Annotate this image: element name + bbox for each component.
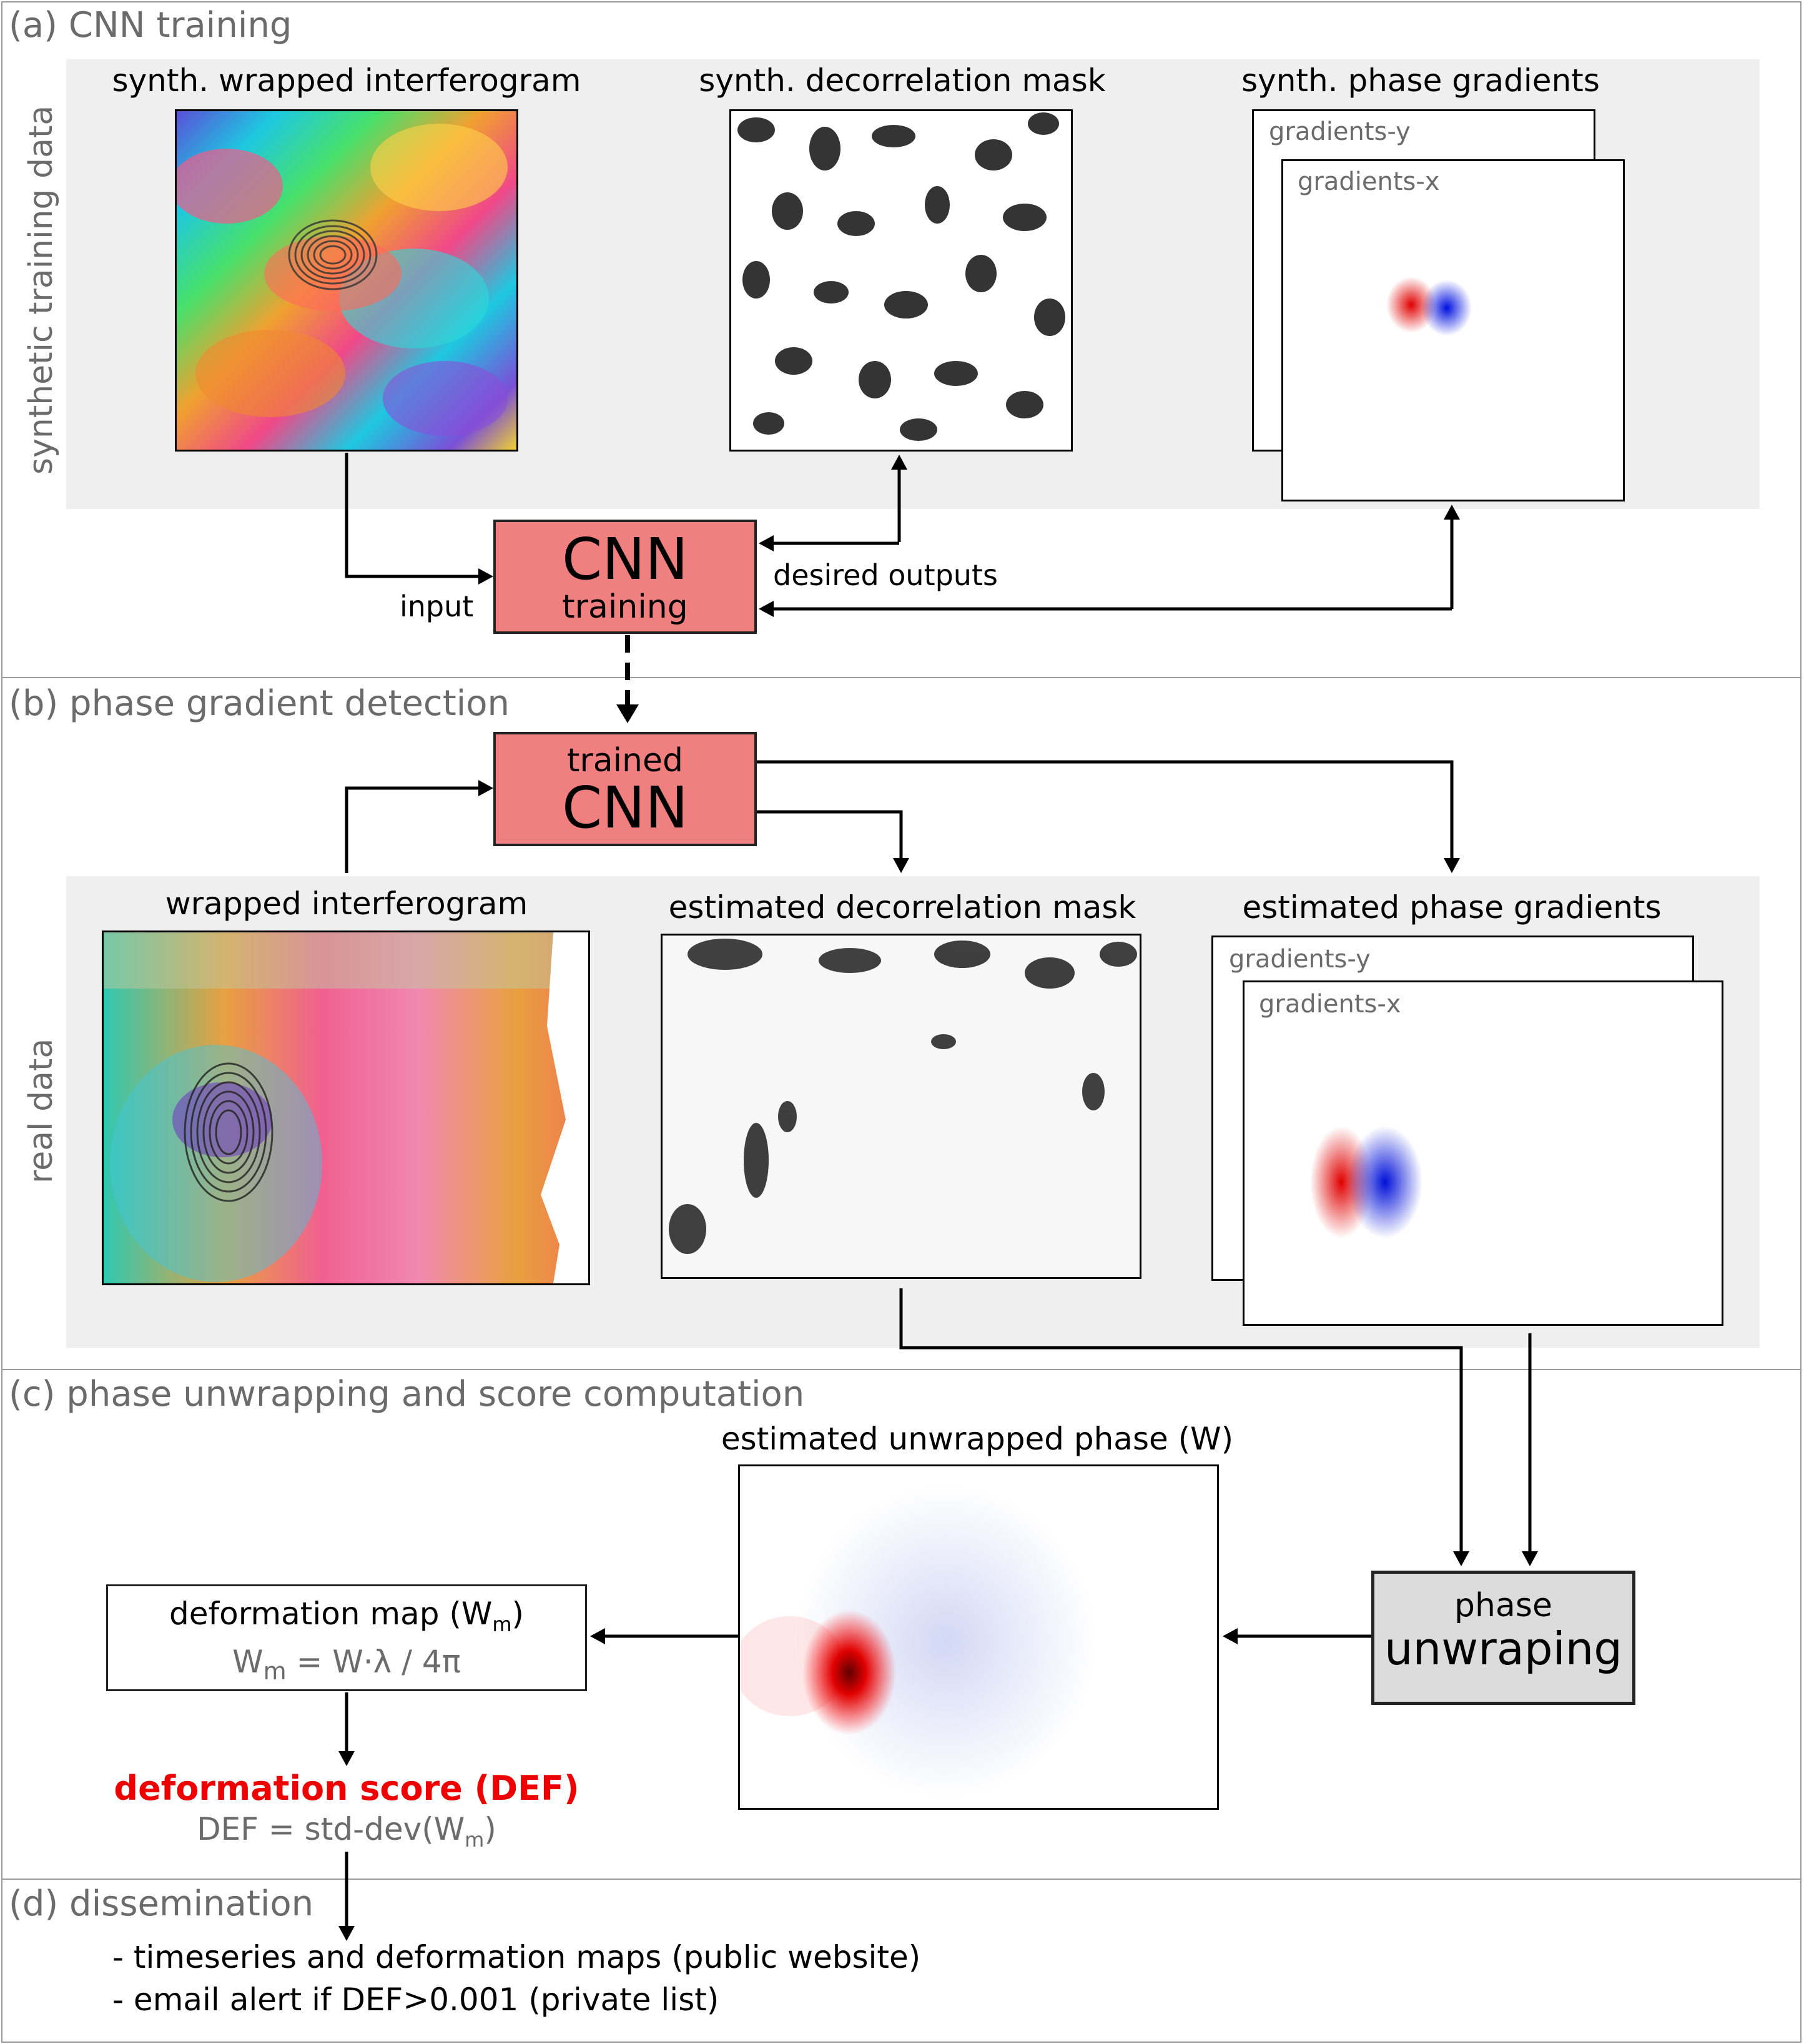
deformation-map-formula-text: = W·λ / 4π bbox=[286, 1644, 461, 1680]
real-interferogram-title: wrapped interferogram bbox=[165, 886, 528, 922]
arrowhead-gradients-to-unwrapping bbox=[1522, 1551, 1538, 1566]
deformation-score-formula-text: DEF = std-dev(W bbox=[197, 1811, 465, 1847]
desired-outputs-label: desired outputs bbox=[773, 558, 998, 592]
unwrapped-phase-image bbox=[738, 1464, 1219, 1810]
deformation-map-title-text: deformation map (W bbox=[169, 1596, 493, 1632]
arrowhead-gradients-to-cnn bbox=[759, 601, 774, 617]
deformation-map-title-close: ) bbox=[511, 1596, 524, 1632]
synth-gradients-x-graphic bbox=[1386, 277, 1472, 336]
arrowhead-phase-to-defmap bbox=[590, 1628, 605, 1644]
arrow-trained-to-mask bbox=[757, 810, 903, 862]
phase-unwrapping-big: unwraping bbox=[1384, 1622, 1622, 1675]
section-b-title: (b) phase gradient detection bbox=[9, 683, 510, 724]
arrowhead-input bbox=[478, 568, 493, 585]
cnn-training-big: CNN bbox=[562, 526, 688, 593]
deformation-map-title-sub: m bbox=[492, 1612, 512, 1636]
section-d-title: (d) dissemination bbox=[9, 1884, 314, 1924]
arrow-interferogram-to-trained bbox=[345, 786, 481, 873]
synth-mask-title: synth. decorrelation mask bbox=[699, 62, 1106, 99]
synth-interferogram-title: synth. wrapped interferogram bbox=[112, 62, 581, 99]
trained-cnn-box: trained CNN bbox=[493, 732, 757, 846]
estimated-gradients-title: estimated phase gradients bbox=[1242, 889, 1662, 926]
unwrapped-phase-title: estimated unwrapped phase (W) bbox=[721, 1421, 1234, 1457]
arrowhead-training-to-trained bbox=[616, 704, 639, 723]
trained-cnn-big: CNN bbox=[562, 774, 688, 841]
deformation-score-formula: DEF = std-dev(Wm) bbox=[62, 1811, 631, 1852]
dissemination-item-1: - timeseries and deformation maps (publi… bbox=[112, 1939, 921, 1975]
synth-gradients-x-panel bbox=[1281, 159, 1625, 501]
arrowhead-mask-up bbox=[891, 455, 907, 470]
section-c-title: (c) phase unwrapping and score computati… bbox=[9, 1374, 805, 1415]
arrowhead-trained-to-mask bbox=[893, 858, 909, 873]
estimated-mask-title: estimated decorrelation mask bbox=[668, 889, 1136, 926]
deformation-map-formula: Wm = W·λ / 4π bbox=[108, 1643, 585, 1690]
arrowhead-score-to-dissemination bbox=[338, 1926, 355, 1941]
deformation-score-formula-close: ) bbox=[484, 1811, 496, 1847]
unwrapped-phase-graphic bbox=[740, 1485, 1096, 1797]
arrowhead-mask-to-unwrapping bbox=[1453, 1551, 1469, 1566]
cnn-training-small: training bbox=[562, 588, 688, 626]
estimated-mask-graphic bbox=[663, 936, 1140, 1277]
synth-gradients-y-label: gradients-y bbox=[1269, 117, 1411, 146]
synth-mask-graphic bbox=[731, 111, 1071, 450]
estimated-gradients-x-panel bbox=[1243, 980, 1723, 1326]
real-interferogram-image bbox=[102, 931, 590, 1285]
estimated-mask-image bbox=[661, 934, 1141, 1279]
section-d-frame bbox=[1, 1879, 1802, 2043]
deformation-map-title: deformation map (Wm) bbox=[108, 1595, 585, 1643]
arrowhead-mask-to-cnn bbox=[759, 535, 774, 551]
arrow-input-to-cnn bbox=[345, 453, 481, 578]
deformation-score-title: deformation score (DEF) bbox=[114, 1769, 579, 1808]
dissemination-item-2: - email alert if DEF>0.001 (private list… bbox=[112, 1982, 719, 2018]
deformation-map-formula-sub: m bbox=[263, 1657, 287, 1685]
arrowhead-defmap-to-score bbox=[338, 1751, 355, 1766]
estimated-gradients-x-label: gradients-x bbox=[1259, 990, 1401, 1019]
synth-gradients-title: synth. phase gradients bbox=[1241, 62, 1600, 99]
section-a-title: (a) CNN training bbox=[9, 5, 292, 46]
trained-cnn-small: trained bbox=[566, 742, 684, 779]
input-label: input bbox=[400, 590, 474, 623]
deformation-map-box: deformation map (Wm) Wm = W·λ / 4π bbox=[106, 1584, 587, 1691]
synth-mask-image bbox=[729, 109, 1073, 452]
synth-interferogram-graphic bbox=[177, 111, 516, 450]
arrowhead-trained-to-gradients bbox=[1444, 858, 1460, 873]
deformation-score-formula-sub: m bbox=[465, 1828, 485, 1852]
estimated-gradients-y-label: gradients-y bbox=[1229, 945, 1371, 974]
cnn-training-box: CNN training bbox=[493, 520, 757, 634]
real-interferogram-graphic bbox=[104, 932, 588, 1283]
arrowhead-gradients-up bbox=[1444, 505, 1460, 520]
estimated-gradients-x-graphic bbox=[1310, 1126, 1422, 1238]
phase-unwrapping-small: phase bbox=[1454, 1587, 1552, 1624]
phase-unwrapping-box: phase unwraping bbox=[1371, 1571, 1635, 1705]
deformation-map-formula-w: W bbox=[232, 1644, 264, 1680]
arrowhead-interferogram-to-trained bbox=[478, 780, 493, 796]
arrow-trained-to-gradients bbox=[757, 760, 1454, 862]
synth-interferogram-image bbox=[175, 109, 518, 452]
synth-gradients-x-label: gradients-x bbox=[1298, 167, 1440, 196]
arrow-mask-to-unwrapping bbox=[899, 1288, 1463, 1555]
arrowhead-unwrapping-to-phase bbox=[1223, 1628, 1238, 1644]
